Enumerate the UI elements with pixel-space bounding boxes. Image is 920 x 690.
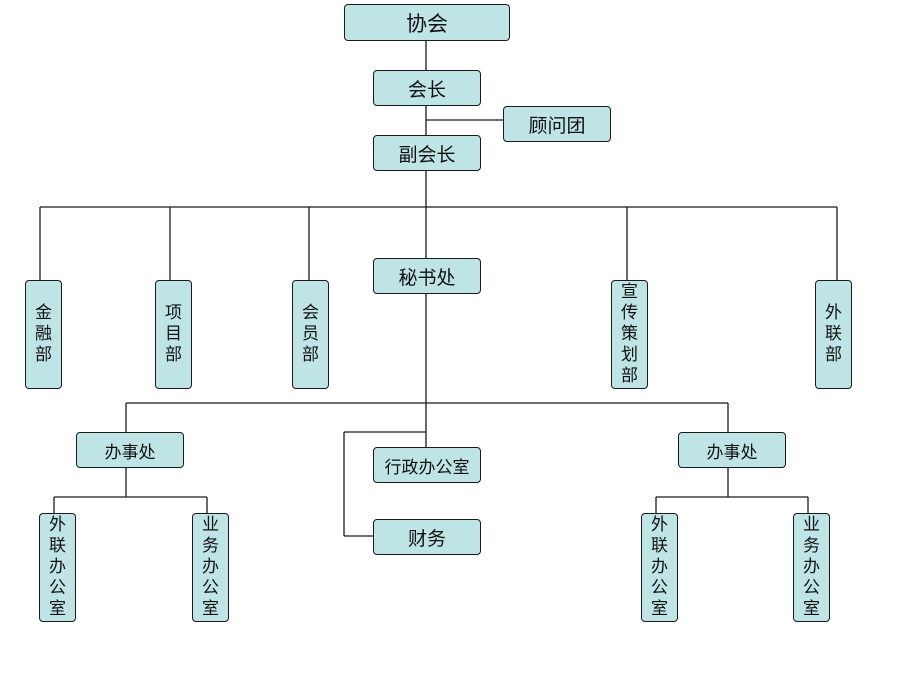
node-member-dept: 会员部 [292,280,329,389]
node-finance-dept: 金融部 [25,280,62,389]
node-finance: 财务 [373,519,481,555]
node-label: 宣传策划部 [621,282,638,386]
node-business-left: 业务办公室 [192,513,229,622]
node-label: 外联办公室 [651,515,668,619]
node-admin-office: 行政办公室 [373,447,481,483]
node-president: 会长 [373,70,481,106]
node-label: 业务办公室 [803,515,820,619]
node-secretariat: 秘书处 [373,258,481,294]
node-label: 金融部 [35,303,52,365]
node-business-right: 业务办公室 [793,513,830,622]
node-liaison-right: 外联办公室 [641,513,678,622]
node-publicity-dept: 宣传策划部 [611,280,648,389]
node-advisory-group: 顾问团 [503,106,611,142]
node-association: 协会 [344,4,510,41]
node-office-right: 办事处 [678,432,786,468]
node-liaison-left: 外联办公室 [39,513,76,622]
node-label: 业务办公室 [202,515,219,619]
node-external-dept: 外联部 [815,280,852,389]
node-vice-president: 副会长 [373,135,481,171]
node-label: 外联部 [825,303,842,365]
node-label: 外联办公室 [49,515,66,619]
node-label: 会员部 [302,303,319,365]
node-office-left: 办事处 [76,432,184,468]
node-project-dept: 项目部 [155,280,192,389]
node-label: 项目部 [165,303,182,365]
